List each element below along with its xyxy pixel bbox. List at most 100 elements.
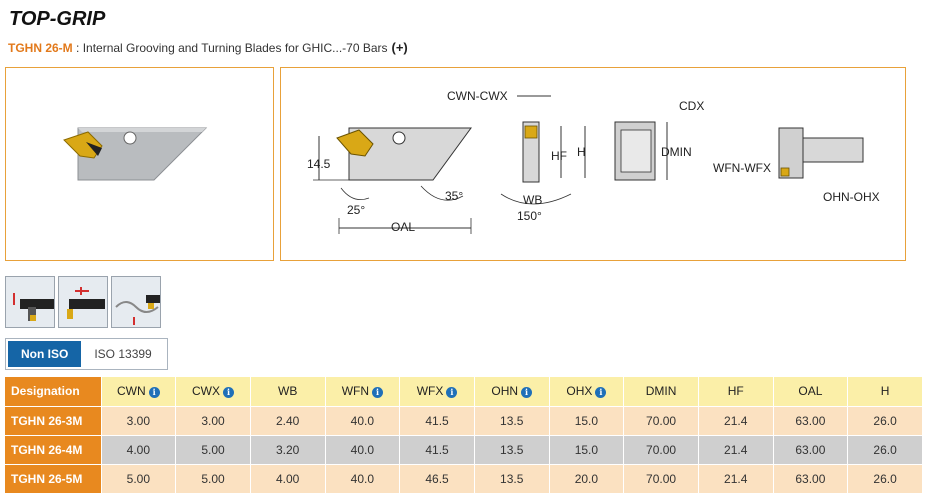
operation-thumbnails (5, 276, 161, 328)
info-icon[interactable]: i (148, 386, 160, 398)
dim-35-deg-label: 35° (445, 189, 463, 203)
product-description: Internal Grooving and Turning Blades for… (82, 41, 388, 55)
col-header-label: OHN (491, 384, 519, 399)
table-cell: 26.0 (847, 435, 923, 465)
dim-h-label: H (577, 145, 586, 159)
table-cell: 63.00 (773, 406, 849, 436)
table-cell: 46.5 (399, 464, 475, 493)
thumb-profiling[interactable] (111, 276, 161, 328)
table-cell: 40.0 (325, 435, 401, 465)
table-cell: 4.00 (101, 435, 177, 465)
table-cell: 41.5 (399, 406, 475, 436)
table-cell: 21.4 (698, 406, 774, 436)
table-cell: 13.5 (474, 435, 550, 465)
table-cell: 26.0 (847, 406, 923, 436)
dim-wfn-wfx-label: WFN-WFX (713, 161, 771, 175)
table-cell: 5.00 (175, 464, 251, 493)
info-icon[interactable]: i (223, 386, 234, 398)
table-cell: 41.5 (399, 435, 475, 465)
table-cell: 70.00 (623, 464, 699, 493)
expand-button[interactable]: (+) (391, 40, 408, 55)
info-icon[interactable]: i (521, 386, 533, 398)
toggle-non-iso[interactable]: Non ISO (8, 341, 82, 367)
table-cell: 63.00 (773, 464, 849, 493)
table-row[interactable]: TGHN 26-4M 4.00 5.00 3.20 40.0 41.5 13.5… (5, 435, 923, 465)
col-header-h: H (847, 377, 923, 407)
dim-hf-label: HF (551, 149, 567, 163)
top-grip-logo: TOP-GRIP (9, 8, 106, 30)
col-header-label: CWN (117, 384, 146, 399)
turning-operation-icon (67, 287, 105, 319)
table-cell: 26.0 (847, 464, 923, 493)
dim-14-5-label: 14.5 (307, 157, 331, 171)
product-image-panel (5, 67, 274, 261)
dim-dmin-label: DMIN (661, 145, 692, 159)
col-header-label: H (880, 384, 890, 399)
table-cell: 40.0 (325, 464, 401, 493)
dim-ohn-ohx-label: OHN-OHX (823, 190, 880, 204)
standard-toggle: Non ISO ISO 13399 (5, 338, 168, 370)
table-cell: 21.4 (698, 435, 774, 465)
grooving-operation-icon (13, 293, 54, 321)
blade-illustration (63, 127, 208, 181)
col-header-label: WFX (416, 384, 444, 399)
table-row[interactable]: TGHN 26-3M 3.00 3.00 2.40 40.0 41.5 13.5… (5, 406, 923, 436)
table-row[interactable]: TGHN 26-5M 5.00 5.00 4.00 40.0 46.5 13.5… (5, 464, 923, 493)
table-cell: 15.0 (549, 406, 625, 436)
dim-wb-label: WB (523, 193, 542, 207)
table-cell: 15.0 (549, 435, 625, 465)
col-header-oal: OAL (773, 377, 849, 407)
table-cell: 13.5 (474, 406, 550, 436)
designation-cell[interactable]: TGHN 26-3M (5, 406, 102, 436)
col-header-label: WB (278, 384, 298, 399)
designation-cell[interactable]: TGHN 26-5M (5, 464, 102, 493)
table-cell: 20.0 (549, 464, 625, 493)
thumb-turning[interactable] (58, 276, 108, 328)
thumb-grooving[interactable] (5, 276, 55, 328)
col-header-label: OHX (566, 384, 593, 399)
dim-150-deg-label: 150° (517, 209, 542, 223)
logo-text: TOP-GRIP (9, 8, 106, 30)
col-header-label: OAL (798, 384, 823, 399)
table-cell: 70.00 (623, 406, 699, 436)
table-cell: 3.20 (250, 435, 326, 465)
table-cell: 4.00 (250, 464, 326, 493)
dim-cdx-label: CDX (679, 99, 704, 113)
col-header-hf: HF (698, 377, 774, 407)
table-cell: 70.00 (623, 435, 699, 465)
table-cell: 3.00 (175, 406, 251, 436)
product-code: TGHN 26-M (8, 41, 73, 55)
table-cell: 2.40 (250, 406, 326, 436)
table-cell: 63.00 (773, 435, 849, 465)
col-header-label: WFN (341, 384, 370, 399)
table-cell: 5.00 (101, 464, 177, 493)
col-header-label: CWX (192, 384, 220, 399)
info-icon[interactable]: i (595, 386, 607, 398)
info-icon[interactable]: i (446, 386, 458, 398)
toggle-iso-13399[interactable]: ISO 13399 (94, 347, 152, 361)
profiling-operation-icon (115, 295, 160, 325)
table-cell: 5.00 (175, 435, 251, 465)
dim-cwn-cwx-label: CWN-CWX (447, 89, 508, 103)
dim-oal-label: OAL (391, 220, 415, 234)
table-cell: 40.0 (325, 406, 401, 436)
designation-cell[interactable]: TGHN 26-4M (5, 435, 102, 465)
page-title: TGHN 26-M : Internal Grooving and Turnin… (8, 40, 408, 55)
dimension-drawing-panel: 14.5 25° 35° OAL CWN-CWX HF H WB 150° CD… (280, 67, 906, 261)
table-cell: 13.5 (474, 464, 550, 493)
col-header-label: DMIN (645, 384, 677, 399)
table-cell: 21.4 (698, 464, 774, 493)
info-icon[interactable]: i (372, 386, 384, 398)
title-separator: : (72, 41, 83, 55)
col-header-wb: WB (250, 377, 326, 407)
col-header-dmin: DMIN (623, 377, 699, 407)
dimension-drawing: 14.5 25° 35° OAL CWN-CWX HF H WB 150° CD… (307, 89, 880, 234)
table-cell: 3.00 (101, 406, 177, 436)
